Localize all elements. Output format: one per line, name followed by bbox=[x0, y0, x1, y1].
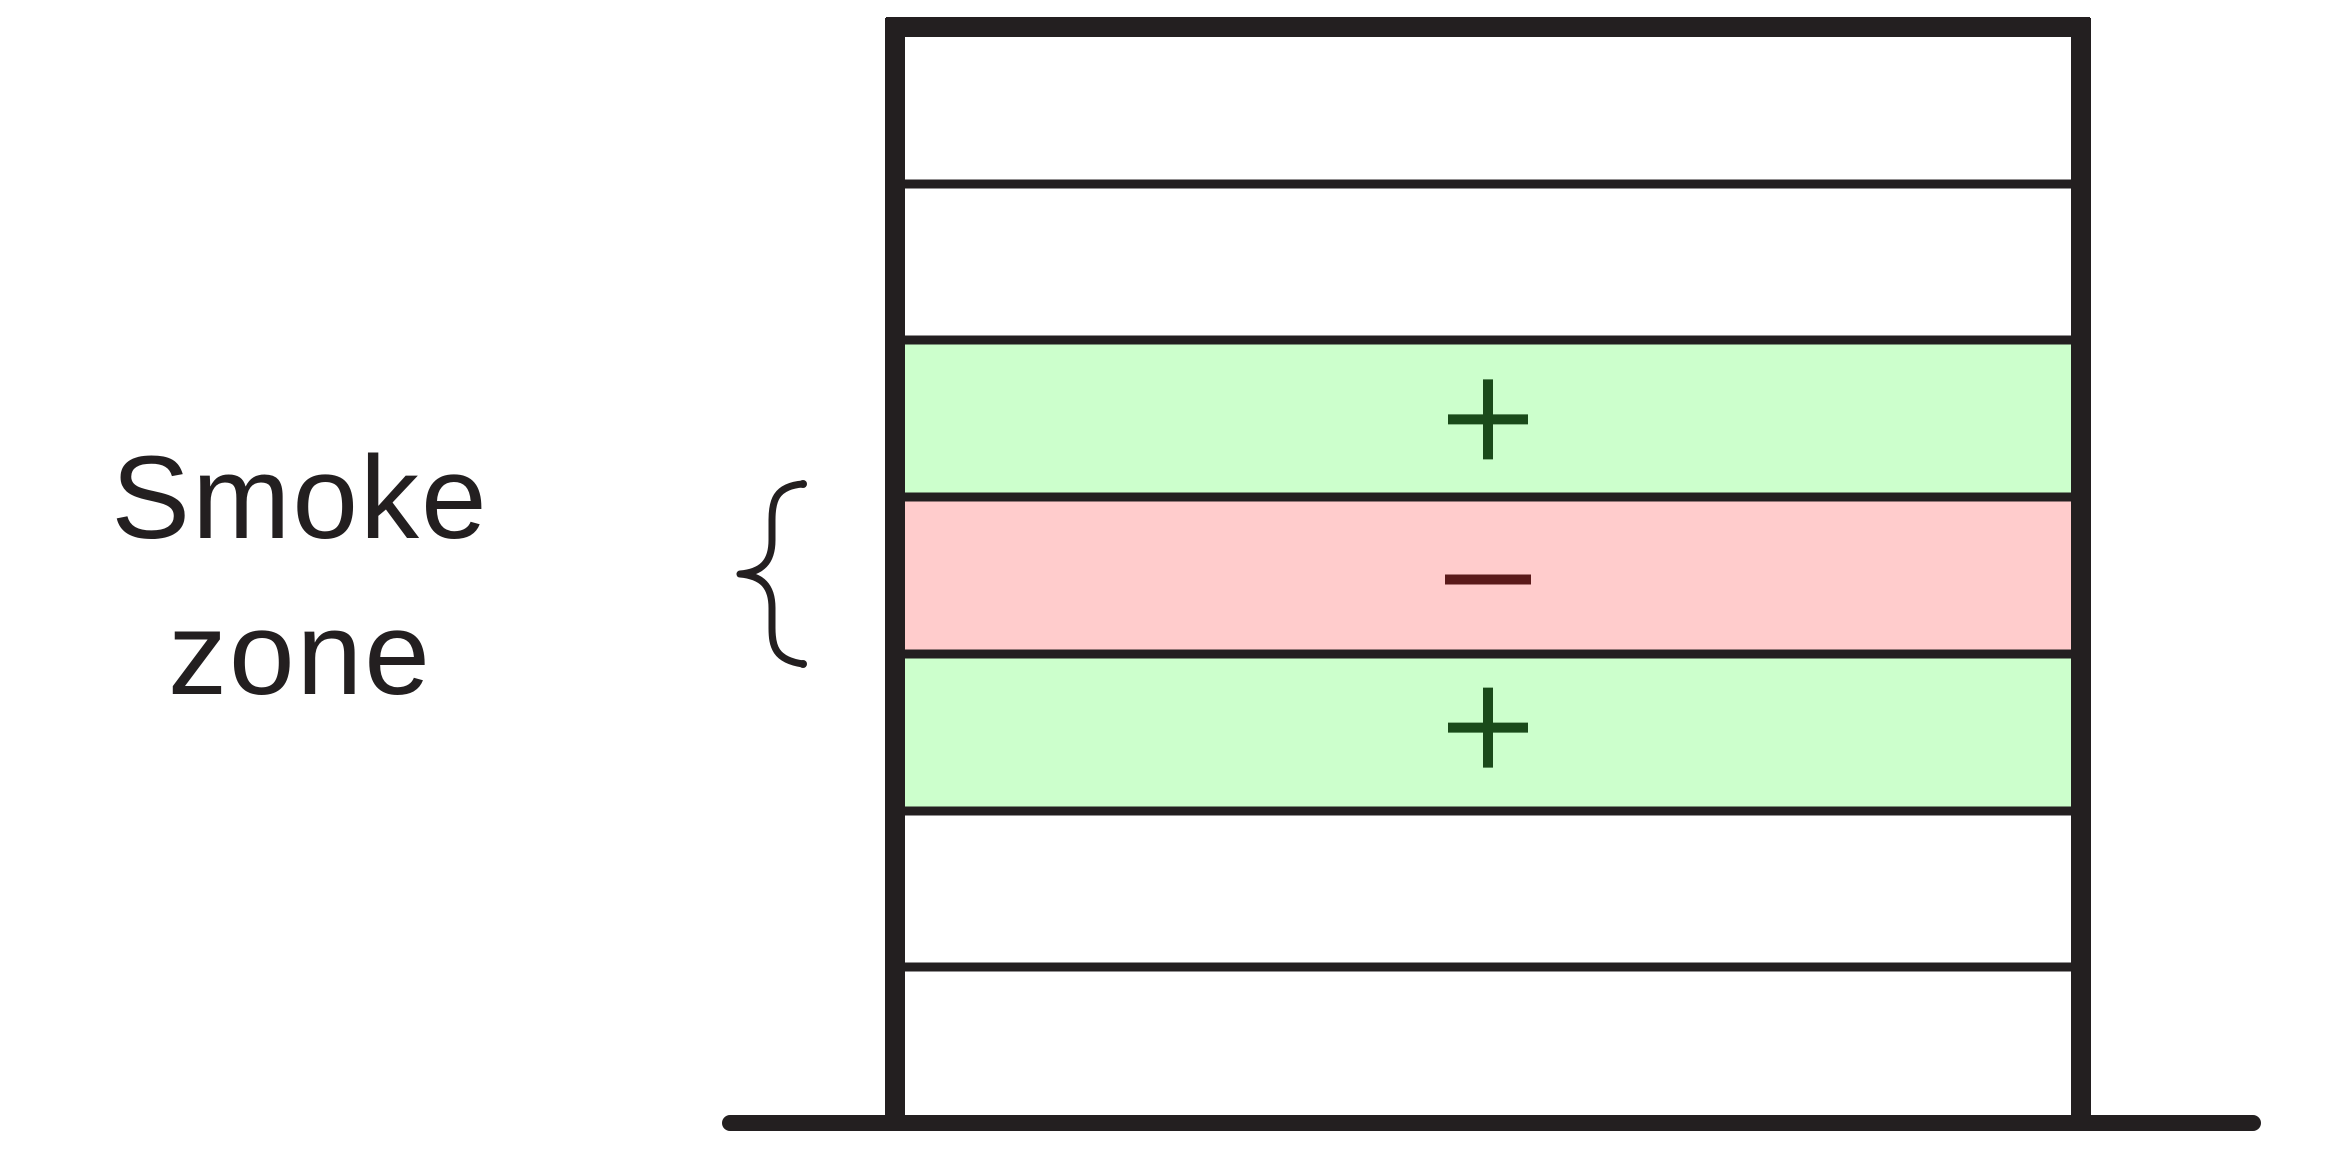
building-outline bbox=[885, 17, 2091, 1122]
brace-tip bbox=[799, 480, 807, 488]
floor-2 bbox=[905, 190, 2071, 345]
plus-icon bbox=[1448, 379, 1528, 460]
floor-signs bbox=[1445, 379, 1531, 768]
floor-1 bbox=[905, 36, 2071, 191]
floor-dividers bbox=[900, 179, 2078, 972]
smoke-zone-label: Smoke zone bbox=[30, 420, 570, 732]
plus-icon bbox=[1448, 687, 1528, 768]
left-curly-brace-icon bbox=[736, 480, 807, 668]
smoke-zone-label-line1: Smoke bbox=[111, 432, 489, 564]
brace-tip bbox=[799, 660, 807, 668]
floor-6 bbox=[905, 806, 2071, 961]
floor-7 bbox=[905, 960, 2071, 1115]
smoke-zone-label-line2: zone bbox=[168, 588, 432, 720]
